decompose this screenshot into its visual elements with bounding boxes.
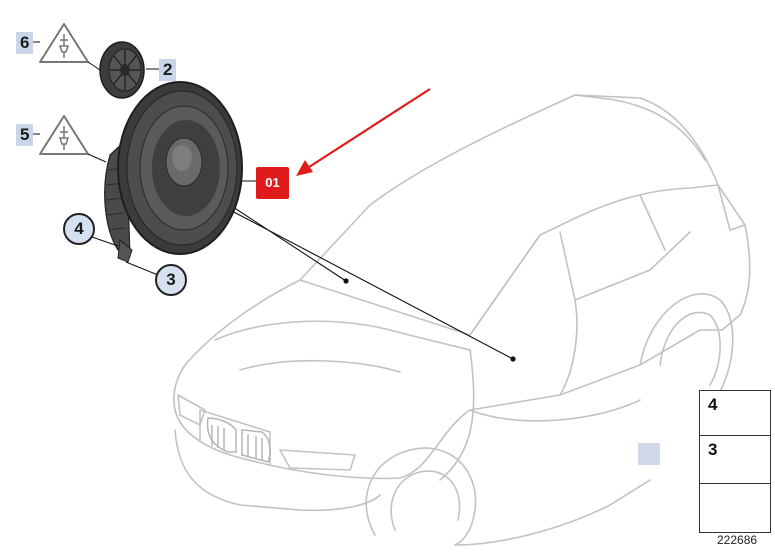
tweeter	[99, 41, 160, 99]
leader-part-4	[91, 236, 119, 247]
legend-box: 4 3	[699, 390, 771, 533]
plug-warning-triangle-5	[30, 115, 107, 163]
red-arrow	[296, 88, 431, 176]
leader-dot-front	[343, 278, 349, 284]
part-label-5: 5	[16, 124, 34, 146]
leader-part-3	[125, 261, 159, 276]
part-label-2: 2	[159, 59, 177, 81]
grille	[206, 417, 271, 463]
legend-row: 4	[700, 391, 770, 436]
reference-number: 222686	[717, 533, 758, 547]
legend-number: 4	[708, 395, 718, 414]
legend-row	[700, 484, 770, 532]
part-label-3: 3	[155, 264, 187, 296]
car-outline	[173, 94, 751, 546]
plug-warning-triangle-6	[30, 23, 101, 71]
hotspot-marker[interactable]	[638, 443, 660, 465]
woofer-speaker	[104, 81, 243, 263]
legend-number: 3	[708, 440, 718, 459]
leader-lines	[229, 180, 514, 360]
leader-dot-rear	[510, 356, 516, 362]
part-label-4: 4	[63, 213, 95, 245]
part-label-6: 6	[16, 32, 34, 54]
legend-row: 3	[700, 436, 770, 484]
callout-badge[interactable]: 01	[256, 167, 289, 199]
